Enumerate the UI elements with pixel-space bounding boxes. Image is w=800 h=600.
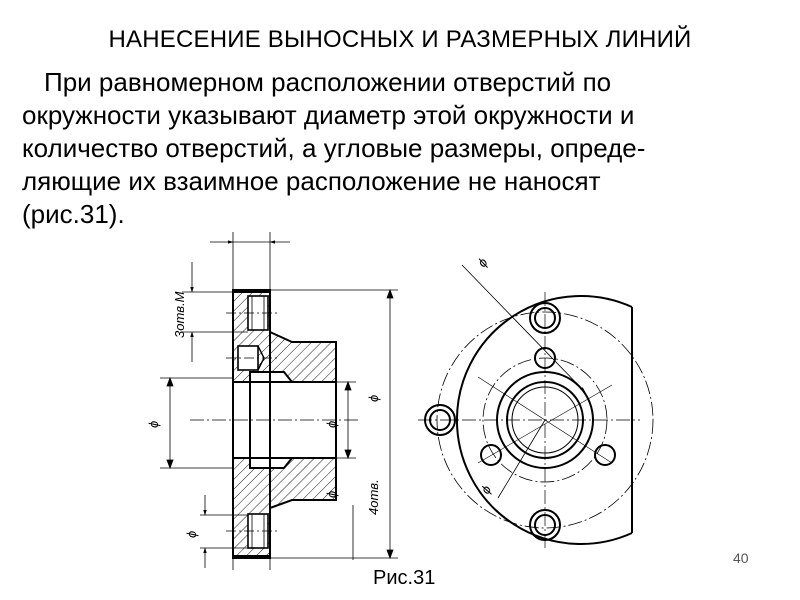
- label-holes-m: 3отв.М: [172, 291, 187, 338]
- slide-title: НАНЕСЕНИЕ ВЫНОСНЫХ И РАЗМЕРНЫХ ЛИНИЙ: [108, 26, 692, 53]
- paragraph-line: количество отверстий, а угловые размеры,…: [22, 133, 646, 163]
- small-holes: [480, 347, 616, 466]
- label-diameter: ϕ: [478, 483, 495, 497]
- flange-outline: [455, 295, 633, 545]
- paragraph-line: При равномерном расположении отверстий п…: [44, 67, 612, 97]
- front-view-labels: ϕ ϕ: [474, 255, 494, 496]
- front-view: [418, 264, 654, 550]
- label-diameter: ϕ: [366, 395, 381, 402]
- label-diameter: ϕ: [146, 421, 161, 428]
- label-diameter: ϕ: [184, 531, 199, 538]
- paragraph-line: (рис.31).: [22, 199, 125, 229]
- label-diameter: ϕ: [324, 491, 339, 498]
- body-paragraph: При равномерном расположении отверстий п…: [22, 66, 782, 231]
- paragraph-line: ляющие их взаимное расположение не нанос…: [22, 166, 601, 196]
- label-holes-4: 4отв.: [366, 479, 381, 515]
- technical-drawing-figure: 3отв.М ϕ ϕ ϕ ϕ 4отв. ϕ: [146, 232, 654, 570]
- figure-caption: Рис.31: [373, 567, 436, 589]
- section-bore: [249, 381, 337, 459]
- label-diameter: ϕ: [324, 421, 339, 428]
- paragraph-line: окружности указывают диаметр этой окружн…: [22, 100, 635, 130]
- section-dimensions: [160, 232, 398, 570]
- page-number: 40: [733, 550, 749, 566]
- large-holes: [424, 302, 561, 541]
- section-view: [190, 289, 360, 559]
- section-dimension-labels: 3отв.М ϕ ϕ ϕ ϕ 4отв. ϕ: [146, 291, 381, 538]
- label-diameter: ϕ: [474, 255, 490, 270]
